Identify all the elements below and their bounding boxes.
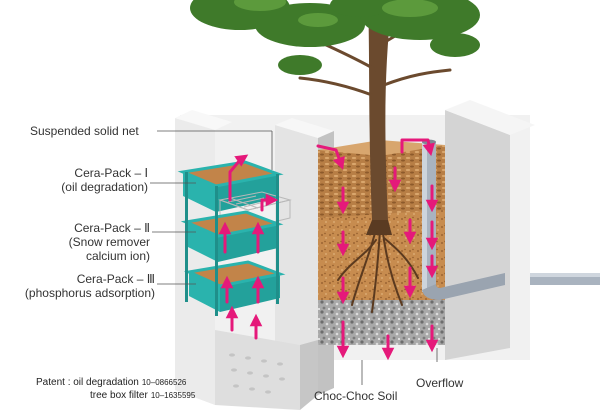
patent-info: Patent : oil degradation 10–0866526 tree…: [36, 376, 195, 402]
patent-line-1-label: Patent : oil degradation: [36, 377, 139, 388]
patent-line-2-number: 10–1635595: [150, 391, 196, 400]
tree: [190, 0, 480, 235]
overflow-label: Overflow: [416, 376, 464, 390]
water-flow-arrows: [218, 138, 439, 361]
cera-pack-1-label: Cera-Pack – Ⅰ (oil degradation): [61, 166, 148, 194]
choc-choc-soil-label: Choc-Choc Soil: [314, 389, 398, 403]
patent-line-2-label: tree box filter: [90, 390, 148, 401]
suspended-solid-net-label: Suspended solid net: [30, 124, 139, 138]
label-leader-lines: [150, 130, 438, 385]
cera-pack-3-label: Cera-Pack – Ⅲ (phosphorus adsorption): [24, 272, 155, 300]
cera-pack-3-tray: [183, 260, 286, 312]
cera-pack-trays: [177, 160, 292, 316]
patent-line-1-number: 10–0866526: [141, 378, 187, 387]
cera-pack-2-label: Cera-Pack – Ⅱ (Snow remover calcium ion): [68, 221, 150, 263]
